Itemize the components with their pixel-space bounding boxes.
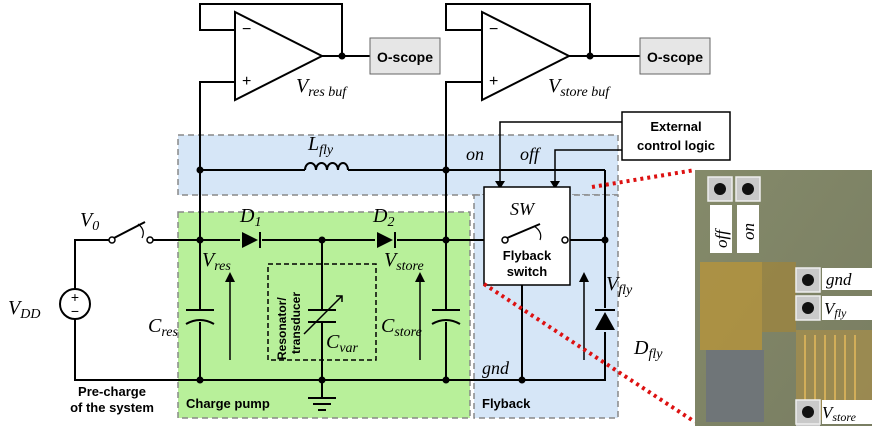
opamp-right — [481, 10, 572, 102]
gnd-label: gnd — [482, 358, 510, 378]
control-lines — [499, 121, 622, 183]
d2-label: D2 — [372, 205, 394, 230]
oscope-right-label: O-scope — [647, 49, 703, 65]
opamp-left — [234, 10, 325, 102]
vdd-label: VDD — [8, 297, 40, 322]
oscope-left-box — [369, 37, 441, 75]
chip-gnd-label: gnd — [826, 270, 852, 289]
node-dot — [586, 52, 594, 60]
arrow-head — [495, 181, 505, 189]
sw-label: SW — [510, 199, 536, 219]
switch-v0-contact — [108, 236, 116, 244]
chip-off-label: off — [712, 228, 731, 248]
flyback-label: Flyback — [482, 396, 531, 411]
cstore-label: Cstore — [381, 315, 422, 340]
opamp-left-plus: + — [242, 73, 251, 90]
vfly-label: Vfly — [606, 273, 633, 298]
charge-pump-label: Charge pump — [186, 396, 270, 411]
vfly-arrow — [579, 272, 589, 282]
chip-vstore-label: Vstore — [822, 403, 857, 424]
diode-d1 — [242, 232, 258, 248]
node-dot — [338, 52, 346, 60]
external-logic-box — [621, 111, 731, 161]
switch-v0-blade — [113, 221, 146, 239]
lfly-label: Lfly — [307, 133, 334, 158]
switch-v0-contact — [146, 236, 154, 244]
opamp-wiring — [199, 3, 640, 240]
dfly-label: Dfly — [633, 337, 663, 362]
vstore-label: Vstore — [384, 249, 424, 274]
opamp-right-plus: + — [489, 73, 498, 90]
inductor-lfly — [304, 162, 349, 171]
signal-on: on — [466, 144, 484, 164]
flyback-switch-box — [483, 186, 571, 286]
diode-dfly — [595, 312, 615, 330]
flyback-switch-line1: Flyback — [503, 248, 552, 263]
resonator-box — [267, 263, 377, 361]
oscope-left-label: O-scope — [377, 49, 433, 65]
flyback-switch-line2: switch — [507, 264, 548, 279]
cres-label: Cres — [148, 315, 178, 340]
switch-v0-arrow — [137, 223, 144, 239]
diode-d2 — [377, 232, 393, 248]
ground-symbol — [308, 397, 336, 411]
vdd-plus: + — [71, 289, 79, 305]
vres-label: Vres — [202, 249, 231, 274]
vres-arrow — [225, 272, 235, 282]
chip-vfly-label: Vfly — [824, 299, 847, 320]
d1-label: D1 — [239, 205, 261, 230]
arrow-head — [550, 181, 560, 189]
resonator-label: Resonator/transducer — [275, 292, 303, 360]
chip-on-label: on — [739, 223, 758, 240]
opamp-left-minus: − — [242, 21, 251, 38]
precharge-line2: of the system — [70, 400, 154, 415]
oscope-right-box — [639, 37, 711, 75]
precharge-line1: Pre-charge — [78, 384, 146, 399]
zoom-line-top — [591, 168, 696, 189]
zoom-line-bottom — [482, 282, 697, 424]
node-dots — [196, 166, 609, 384]
chip-micrograph — [695, 170, 872, 426]
external-logic-line2: control logic — [637, 138, 715, 153]
flyback-inductor-region — [177, 134, 619, 196]
vres-buf-label: Vres buf — [296, 75, 348, 100]
vstore-arrow — [415, 272, 425, 282]
signal-off: off — [520, 144, 542, 164]
vdd-minus: − — [71, 303, 79, 319]
opamp-right-minus: − — [489, 21, 498, 38]
external-logic-line1: External — [650, 119, 701, 134]
vdd-source — [59, 288, 91, 320]
cvar-label: Cvar — [326, 331, 359, 356]
v0-label: V0 — [80, 209, 99, 234]
vstore-buf-label: Vstore buf — [548, 75, 611, 100]
